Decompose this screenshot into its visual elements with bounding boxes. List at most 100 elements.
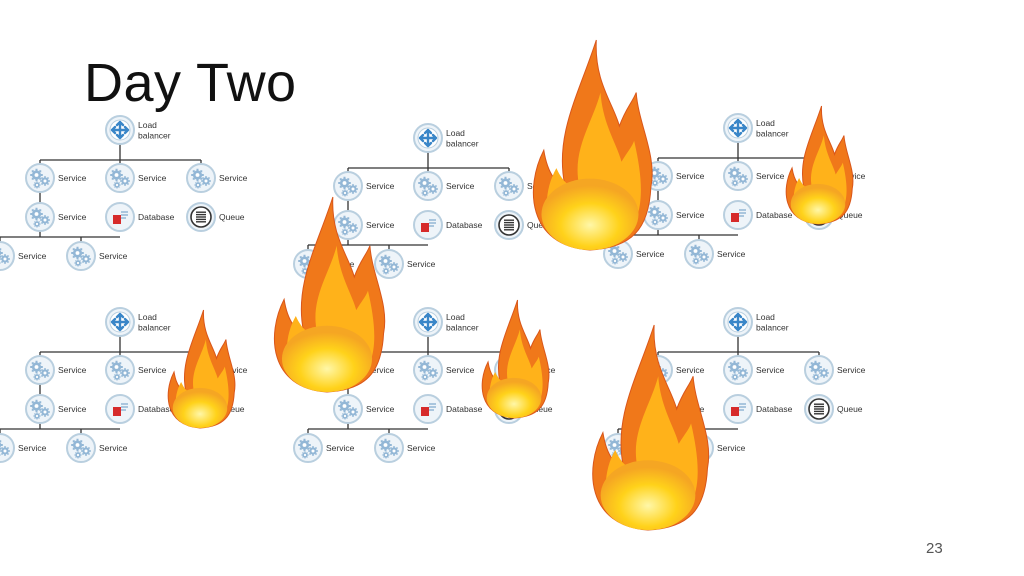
service-node: Service (25, 163, 87, 193)
gears-icon (333, 210, 363, 240)
gears-icon (25, 394, 55, 424)
gears-icon (374, 433, 404, 463)
service-node-label: Service (837, 365, 866, 375)
service-node-label: Service (717, 443, 746, 453)
database-icon (723, 394, 753, 424)
queue-node: Queue (186, 202, 245, 232)
gears-icon (25, 355, 55, 385)
queue-list-icon (186, 202, 216, 232)
database-icon (413, 394, 443, 424)
service-node-label: Service (58, 212, 87, 222)
database-node: Database (413, 210, 483, 240)
service-node-label: Service (58, 173, 87, 183)
service-node-label: Service (717, 249, 746, 259)
gears-icon (0, 433, 15, 463)
service-node: Service (333, 394, 395, 424)
service-node-label: Service (366, 404, 395, 414)
fire-icon (274, 196, 386, 393)
gears-icon (723, 161, 753, 191)
fire-icon (785, 105, 854, 225)
service-node-label: Service (676, 365, 705, 375)
service-node-label: Service (756, 171, 785, 181)
service-node: Service (723, 161, 785, 191)
service-node: Service (643, 161, 705, 191)
queue-node-label: Queue (219, 404, 245, 414)
service-node: Service (333, 210, 395, 240)
service-node-label: Service (138, 173, 167, 183)
fire-icon (481, 299, 550, 419)
database-icon (413, 210, 443, 240)
cluster-2: LoadbalancerServiceServiceServiceService… (293, 123, 556, 279)
service-node-label: Service (99, 251, 128, 261)
gears-icon (66, 241, 96, 271)
gears-icon (25, 202, 55, 232)
service-node: Service (374, 433, 436, 463)
service-node-label: Service (366, 220, 395, 230)
service-node: Service (25, 394, 87, 424)
database-icon (105, 202, 135, 232)
gears-icon (66, 433, 96, 463)
service-node: Service (413, 355, 475, 385)
database-node: Database (413, 394, 483, 424)
database-node: Database (723, 394, 793, 424)
gears-icon (723, 355, 753, 385)
service-node-label: Service (138, 365, 167, 375)
gears-icon (684, 239, 714, 269)
service-node-label: Service (18, 443, 47, 453)
gears-icon (374, 249, 404, 279)
service-node: Service (413, 171, 475, 201)
load-balancer-arrows-icon (105, 307, 135, 337)
database-icon (105, 394, 135, 424)
database-node: Database (105, 202, 175, 232)
database-node-label: Database (756, 404, 793, 414)
gears-icon (333, 171, 363, 201)
gears-icon (333, 394, 363, 424)
load-balancer-arrows-icon (413, 123, 443, 153)
queue-list-icon (494, 210, 524, 240)
page-number: 23 (926, 540, 943, 557)
service-node: Service (105, 163, 167, 193)
fire-icon (532, 39, 653, 251)
gears-icon (494, 171, 524, 201)
service-node-label: Service (446, 181, 475, 191)
service-node: Service (333, 171, 395, 201)
service-node-label: Service (676, 171, 705, 181)
service-node-label: Service (636, 249, 665, 259)
service-node: Service (0, 241, 47, 271)
service-node: Service (186, 163, 248, 193)
service-node: Service (804, 355, 866, 385)
queue-node-label: Queue (219, 212, 245, 222)
service-node-label: Service (756, 365, 785, 375)
service-node-label: Service (219, 173, 248, 183)
service-node-label: Service (326, 443, 355, 453)
queue-node-label: Queue (527, 220, 553, 230)
gears-icon (0, 241, 15, 271)
load-balancer-arrows-icon (413, 307, 443, 337)
service-node-label: Service (407, 443, 436, 453)
gears-icon (293, 433, 323, 463)
database-node-label: Database (138, 404, 175, 414)
service-node-label: Service (58, 365, 87, 375)
queue-node: Queue (804, 394, 863, 424)
service-node-label: Service (407, 259, 436, 269)
service-node: Service (66, 241, 128, 271)
slide-title: Day Two (84, 53, 297, 113)
connector-lines (0, 144, 202, 242)
gears-icon (413, 171, 443, 201)
gears-icon (105, 355, 135, 385)
queue-node-label: Queue (837, 210, 863, 220)
gears-icon (643, 200, 673, 230)
service-node-label: Service (366, 181, 395, 191)
queue-list-icon (804, 394, 834, 424)
